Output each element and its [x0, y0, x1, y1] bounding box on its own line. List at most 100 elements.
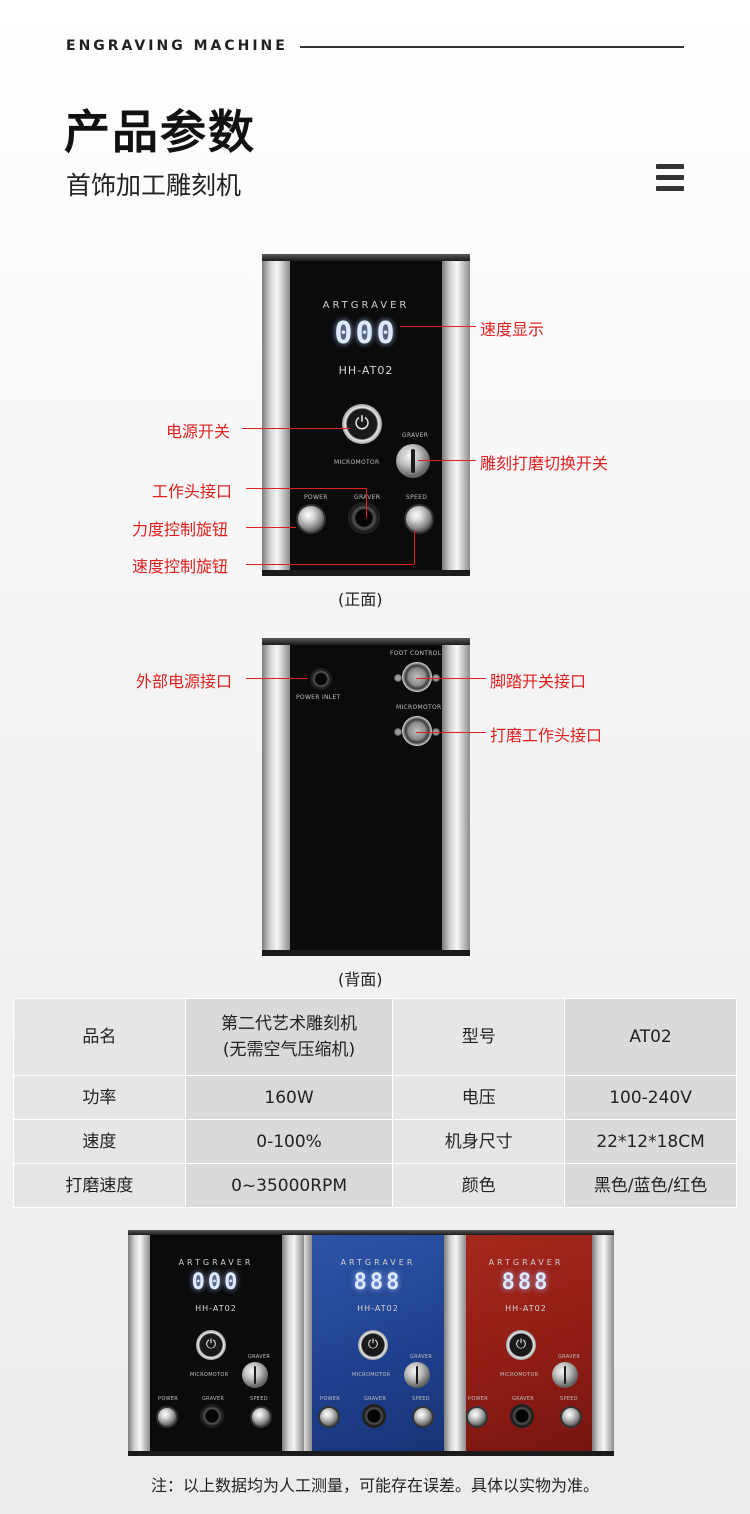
micromotor-label: MICROMOTOR — [334, 459, 380, 466]
micromotor-label: MICROMOTOR — [190, 1372, 229, 1378]
speed-knob-label: SPEED — [406, 494, 428, 501]
speed-display: 000 — [191, 1270, 241, 1295]
graver-port-label: GRAVER — [364, 1396, 387, 1402]
power-icon: ⏻ — [354, 413, 370, 435]
callout-line-speed-display — [400, 326, 476, 327]
callout-vline-speed-knob — [414, 530, 415, 564]
callout-foot-switch: 脚踏开关接口 — [490, 672, 587, 691]
bottom-cap — [438, 1451, 614, 1456]
speed-control-knob[interactable] — [412, 1406, 434, 1428]
spec-value-model: AT02 — [564, 998, 737, 1076]
callout-tool-port: 工作头接口 — [152, 482, 233, 501]
right-aluminum-rail — [282, 1230, 304, 1456]
eyebrow-divider — [300, 46, 684, 48]
callout-external-power: 外部电源接口 — [136, 672, 233, 691]
bottom-cap — [128, 1451, 304, 1456]
speed-display: 888 — [501, 1270, 551, 1295]
micromotor-socket[interactable] — [394, 716, 440, 746]
right-aluminum-rail — [442, 254, 470, 576]
bottom-cap — [262, 570, 470, 576]
back-panel: POWER INLET FOOT CONTROL MICROMOTOR — [290, 638, 442, 956]
power-inlet-label: POWER INLET — [296, 694, 341, 701]
spec-label-grinding-speed: 打磨速度 — [13, 1163, 186, 1208]
spec-value-size: 22*12*18CM — [564, 1119, 737, 1164]
micromotor-label: MICROMOTOR — [500, 1372, 539, 1378]
callout-grinding-tool-port: 打磨工作头接口 — [490, 726, 603, 745]
power-button[interactable]: ⏻ — [342, 404, 382, 444]
callout-vline-tool-port — [366, 488, 367, 518]
model-label: HH-AT02 — [505, 1304, 547, 1313]
force-control-knob[interactable] — [466, 1406, 488, 1428]
force-control-knob[interactable] — [156, 1406, 178, 1428]
graver-micromotor-switch[interactable] — [242, 1362, 268, 1388]
spec-label-product-name: 品名 — [13, 998, 186, 1076]
table-row: 打磨速度 0~35000RPM 颜色 黑色/蓝色/红色 — [13, 1163, 737, 1208]
power-inlet-socket[interactable] — [310, 668, 332, 690]
callout-line-mode-switch — [418, 460, 476, 461]
right-aluminum-rail — [592, 1230, 614, 1456]
force-control-knob[interactable] — [318, 1406, 340, 1428]
tool-port-socket[interactable] — [200, 1404, 224, 1428]
right-aluminum-rail — [444, 1230, 466, 1456]
power-button[interactable]: ⏻ — [358, 1330, 388, 1360]
brand-logo: ARTGRAVER — [488, 1258, 564, 1267]
bottom-cap — [290, 1451, 466, 1456]
bottom-cap — [262, 950, 470, 956]
power-knob-label: POWER — [304, 494, 328, 501]
graver-micromotor-switch[interactable] — [404, 1362, 430, 1388]
spec-value-color: 黑色/蓝色/红色 — [564, 1163, 737, 1208]
tool-port-socket[interactable] — [348, 502, 380, 534]
foot-control-socket[interactable] — [394, 662, 440, 692]
speed-control-knob[interactable] — [404, 504, 434, 534]
callout-force-knob: 力度控制旋钮 — [132, 520, 229, 539]
callout-line-power-switch — [242, 428, 350, 429]
power-icon: ⏻ — [515, 1337, 527, 1353]
graver-port-label: GRAVER — [354, 494, 381, 501]
left-aluminum-rail — [262, 638, 290, 956]
speed-knob-label: SPEED — [412, 1396, 430, 1402]
speed-knob-label: SPEED — [250, 1396, 268, 1402]
foot-control-label: FOOT CONTROL — [390, 650, 442, 657]
speed-control-knob[interactable] — [560, 1406, 582, 1428]
spec-table: 品名 第二代艺术雕刻机 (无需空气压缩机) 型号 AT02 功率 160W 电压… — [13, 998, 737, 1208]
left-aluminum-rail — [262, 254, 290, 576]
page-subtitle: 首饰加工雕刻机 — [66, 171, 242, 200]
speed-control-knob[interactable] — [250, 1406, 272, 1428]
page-title: 产品参数 — [64, 105, 256, 159]
power-button[interactable]: ⏻ — [506, 1330, 536, 1360]
graver-port-label: GRAVER — [512, 1396, 535, 1402]
callout-speed-display: 速度显示 — [480, 320, 545, 339]
force-control-knob[interactable] — [296, 504, 326, 534]
power-knob-label: POWER — [158, 1396, 179, 1402]
power-icon: ⏻ — [205, 1337, 217, 1353]
callout-line-speed-knob — [246, 564, 414, 565]
power-button[interactable]: ⏻ — [196, 1330, 226, 1360]
spec-value-product-name: 第二代艺术雕刻机 (无需空气压缩机) — [184, 998, 394, 1076]
graver-micromotor-switch[interactable] — [552, 1362, 578, 1388]
tool-port-socket[interactable] — [362, 1404, 386, 1428]
caption-back: (背面) — [338, 970, 383, 989]
callout-line-foot-switch — [416, 678, 486, 679]
model-label: HH-AT02 — [338, 364, 394, 377]
front-panel: ARTGRAVER 000 HH-AT02 ⏻ MICROMOTOR GRAVE… — [290, 254, 442, 576]
graver-micromotor-switch[interactable] — [396, 444, 430, 478]
menu-icon[interactable] — [656, 164, 684, 192]
spec-value-voltage: 100-240V — [564, 1075, 737, 1120]
spec-label-color: 颜色 — [392, 1163, 566, 1208]
top-cap — [262, 638, 470, 645]
graver-switch-label: GRAVER — [558, 1354, 581, 1360]
micromotor-label: MICROMOTOR — [352, 1372, 391, 1378]
power-icon: ⏻ — [367, 1337, 379, 1353]
table-row: 速度 0-100% 机身尺寸 22*12*18CM — [13, 1119, 737, 1164]
tool-port-socket[interactable] — [510, 1404, 534, 1428]
back-micromotor-label: MICROMOTOR — [396, 704, 442, 711]
callout-speed-knob: 速度控制旋钮 — [132, 557, 229, 576]
brand-logo: ARTGRAVER — [178, 1258, 254, 1267]
spec-label-model: 型号 — [392, 998, 566, 1076]
power-knob-label: POWER — [468, 1396, 489, 1402]
machine-back-view: POWER INLET FOOT CONTROL MICROMOTOR — [262, 638, 470, 956]
callout-line-grinding-tool-port — [416, 732, 486, 733]
